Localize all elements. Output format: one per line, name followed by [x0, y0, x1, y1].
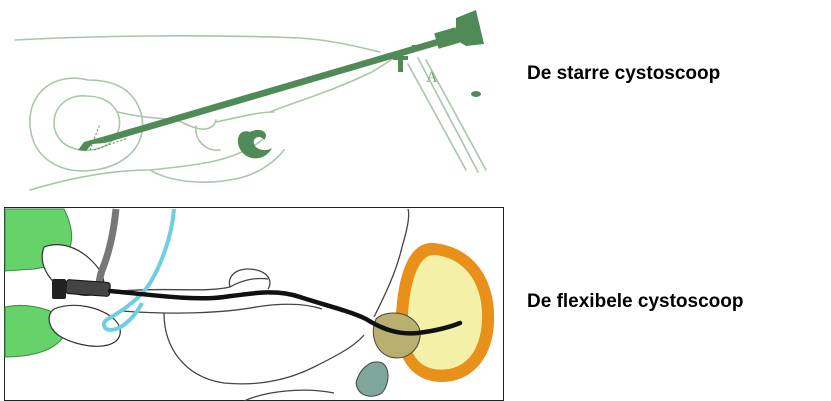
- scope-handle: [66, 279, 111, 296]
- scope-tip: [78, 137, 105, 151]
- scope-valve-a-cap: [393, 56, 408, 60]
- urethra-outline: [216, 112, 274, 122]
- scope-handle: [434, 27, 460, 48]
- body-outline-upper: [15, 36, 380, 52]
- scope-eyepiece: [456, 10, 484, 46]
- thigh-outline: [30, 140, 262, 190]
- scope-stopcock: [471, 91, 481, 97]
- caption-rigid-cystoscope: De starre cystoscoop: [527, 63, 720, 85]
- marker-label-a: A: [426, 69, 438, 86]
- caption-flexible-cystoscope: De flexibele cystoscoop: [527, 291, 743, 313]
- scrotum-outline: [196, 126, 220, 150]
- scope-valve-b: [412, 45, 422, 49]
- scope-eyepiece: [52, 279, 66, 299]
- prostate-shape: [238, 130, 272, 159]
- bladder-outline-outer: [30, 78, 143, 171]
- dotted-bladder-line: [90, 124, 100, 150]
- scope-shaft: [102, 38, 443, 143]
- rigid-cystoscope-illustration: A: [0, 0, 505, 200]
- flexible-cystoscope-illustration: [4, 207, 504, 401]
